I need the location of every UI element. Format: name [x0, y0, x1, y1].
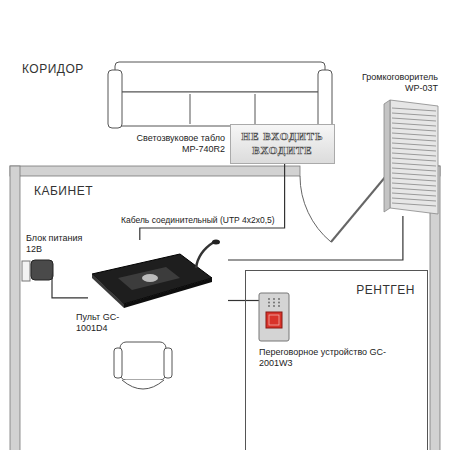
chair [114, 342, 172, 389]
intercom: Переговорное устройство GC-2001W3 [259, 293, 289, 341]
device-label: Блок питания 12В [26, 233, 90, 255]
corridor-band: КОРИДОРСветозвуковое табло MP-740R2НЕ ВХ… [0, 0, 450, 166]
cable-line [228, 300, 259, 301]
device-label: Пульт GC-1001D4 [76, 312, 138, 334]
console-picture [88, 240, 228, 308]
device-label: Переговорное устройство GC-2001W3 [259, 347, 389, 369]
room-name: КАБИНЕТ [34, 184, 93, 198]
room-name: РЕНТГЕН [356, 283, 415, 297]
door [300, 176, 386, 242]
cable-line [52, 284, 88, 298]
power-supply: Блок питания 12В [22, 258, 62, 284]
cable-line [228, 216, 403, 260]
sofa [108, 62, 332, 128]
sign-text: ВХОДИТЕ [252, 144, 312, 158]
room-name: КОРИДОР [22, 62, 84, 76]
xray-room: РЕНТГЕН Переговорное устройство GC-2001W3 [245, 270, 428, 450]
speaker-picture [384, 100, 438, 216]
device-label: Громкоговоритель WP-03T [346, 72, 438, 94]
device-label: Светозвуковое табло MP-740R2 [119, 133, 225, 155]
cabinet-room: КАБИНЕТ РЕНТГЕН Переговорное устройство GC… [10, 166, 440, 450]
intercom-picture [259, 293, 289, 341]
power-supply-picture [22, 258, 62, 284]
cable-label: Кабель соединительный (UTP 4x2x0,5) [119, 215, 277, 225]
speaker: Громкоговоритель WP-03T [384, 100, 438, 216]
console: Пульт GC-1001D4 [88, 240, 228, 308]
sign-text: НЕ ВХОДИТЬ [242, 130, 324, 144]
wall [10, 166, 440, 450]
cable-line [140, 164, 285, 240]
light-sign: Светозвуковое табло MP-740R2НЕ ВХОДИТЬВХ… [230, 124, 335, 164]
